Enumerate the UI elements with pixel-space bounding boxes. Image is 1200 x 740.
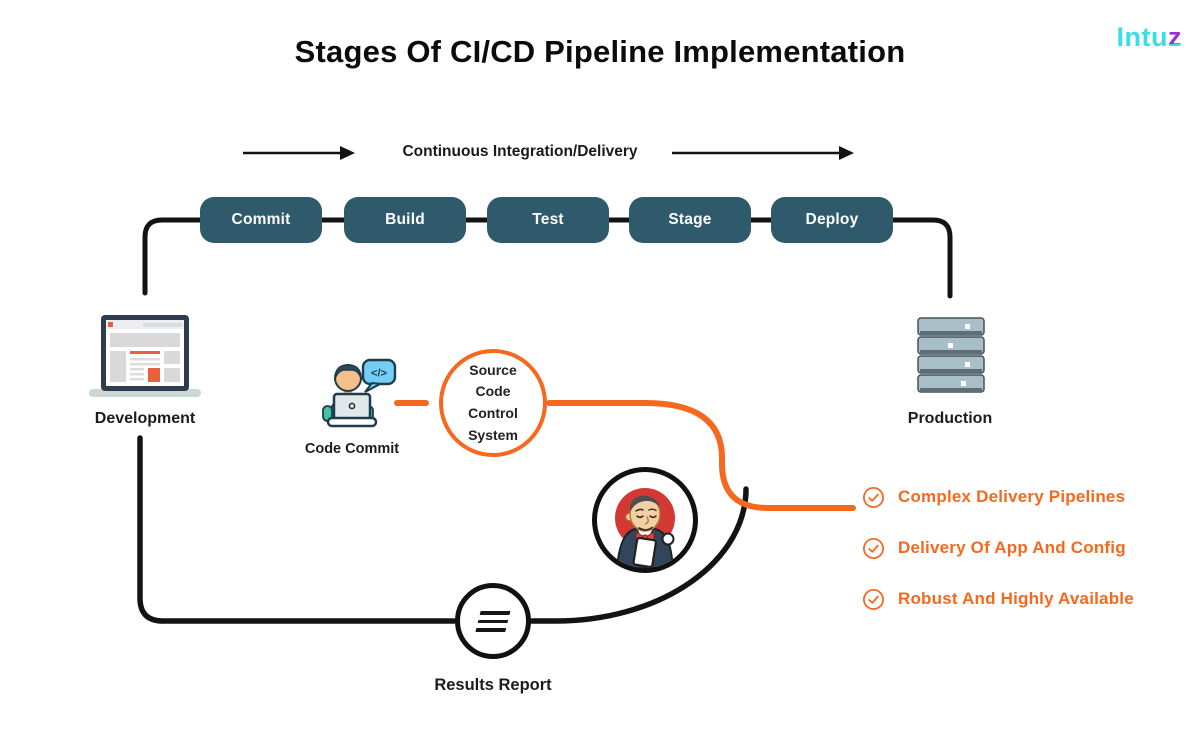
benefit-label: Delivery Of App And Config [898,538,1126,557]
results-report-label: Results Report [434,676,552,694]
benefit-label: Complex Delivery Pipelines [898,487,1126,506]
page-title: Stages Of CI/CD Pipeline Implementation [294,34,906,69]
report-lines-icon [475,610,511,632]
benefit-row: Delivery Of App And Config [862,537,1134,559]
jenkins-butler-icon [592,467,698,573]
stage-pill-test: Test [487,197,609,243]
server-rack-icon [915,316,987,401]
developer-at-laptop-icon: </> [314,358,398,439]
stage-pill-deploy: Deploy [771,197,893,243]
source-control-label: Source Code Control System [468,361,518,443]
left-arrowhead-icon [340,146,355,160]
benefit-label: Robust And Highly Available [898,589,1134,608]
benefit-row: Robust And Highly Available [862,588,1134,610]
production-label: Production [907,410,993,427]
code-commit-label: Code Commit [304,441,400,457]
logo-z-glyph: z [1168,22,1182,52]
laptop-icon [85,313,205,406]
logo-text: Intu [1116,22,1168,52]
benefit-row: Complex Delivery Pipelines [862,486,1134,508]
check-circle-icon [862,486,885,508]
stage-pill-stage: Stage [629,197,751,243]
check-circle-icon [862,537,885,559]
flow-direction-label: Continuous Integration/Delivery [402,143,638,160]
source-control-node: Source Code Control System [439,349,547,457]
stage-pill-build: Build [344,197,466,243]
right-arrowhead-icon [839,146,854,160]
stage-pill-commit: Commit [200,197,322,243]
check-circle-icon [862,588,885,610]
benefits-list: Complex Delivery Pipelines Delivery Of A… [862,486,1134,639]
code-bubble-icon: </> [361,358,397,393]
development-label: Development [94,410,196,427]
development-to-results-line [137,435,457,624]
code-glyph: </> [371,368,387,380]
source-to-benefits-line [546,400,856,511]
results-report-node [455,583,531,659]
intuz-logo: Intuz [1117,22,1182,53]
